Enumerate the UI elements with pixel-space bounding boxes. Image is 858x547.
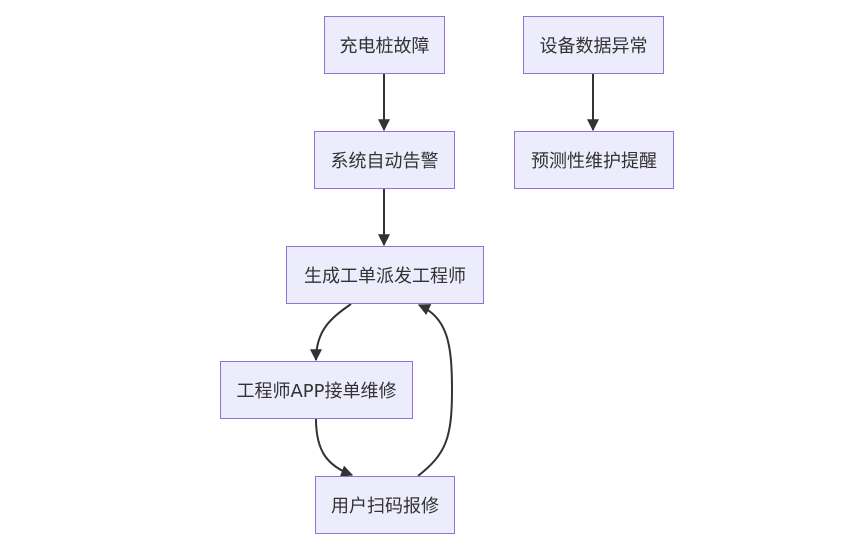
node-predictive-alert-label: 预测性维护提醒: [531, 151, 657, 172]
node-user-scan-label: 用户扫码报修: [331, 496, 439, 517]
node-data-anomaly-label: 设备数据异常: [539, 36, 648, 57]
node-create-order-label: 生成工单派发工程师: [304, 266, 466, 287]
node-user-scan: 用户扫码报修: [315, 476, 455, 534]
node-engineer-app-label: 工程师APP接单维修: [236, 381, 397, 402]
node-engineer-app: 工程师APP接单维修: [220, 361, 413, 419]
node-create-order: 生成工单派发工程师: [286, 246, 484, 304]
node-charger-fault: 充电桩故障: [324, 16, 445, 74]
edge-engineer-to-user: [315, 418, 354, 477]
edge-user-to-order: [417, 304, 454, 477]
edge-order-to-engineer: [310, 303, 352, 362]
node-charger-fault-label: 充电桩故障: [339, 36, 430, 57]
node-predictive-alert: 预测性维护提醒: [514, 131, 674, 189]
node-auto-alarm-label: 系统自动告警: [330, 151, 439, 172]
node-data-anomaly: 设备数据异常: [523, 16, 664, 74]
node-auto-alarm: 系统自动告警: [314, 131, 455, 189]
